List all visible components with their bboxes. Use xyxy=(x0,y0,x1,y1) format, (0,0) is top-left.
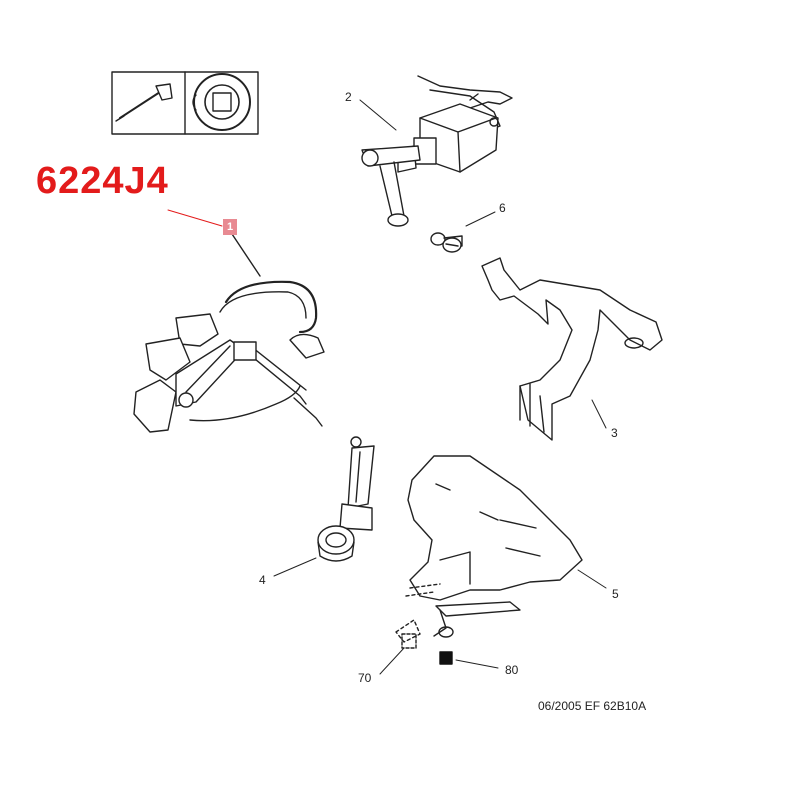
mounting-bracket xyxy=(481,257,663,441)
fastener-legend-box xyxy=(111,71,259,135)
level-sensor-lower xyxy=(133,233,325,433)
callout-80[interactable]: 80 xyxy=(505,663,519,677)
callout-70[interactable]: 70 xyxy=(358,671,372,685)
part-number-label: 6224J4 xyxy=(36,160,169,202)
diagram-code: 06/2005 EF 62B10A xyxy=(538,699,647,713)
callout-4[interactable]: 4 xyxy=(259,573,266,587)
level-sensor-upper xyxy=(361,75,513,227)
callout-1-highlighted[interactable]: 1 xyxy=(223,219,237,235)
grommet-icon xyxy=(192,73,251,131)
callout-6[interactable]: 6 xyxy=(499,201,506,215)
callout-5[interactable]: 5 xyxy=(612,587,619,601)
callout-3[interactable]: 3 xyxy=(611,426,618,440)
rivet-icon xyxy=(115,83,173,122)
link-rod xyxy=(317,436,375,562)
fastener-part xyxy=(401,633,417,649)
callout-2[interactable]: 2 xyxy=(345,90,352,104)
lower-bracket-plate xyxy=(395,455,583,643)
leader-lines xyxy=(167,99,607,675)
clip-part xyxy=(439,651,453,665)
bolt-part xyxy=(430,232,463,253)
